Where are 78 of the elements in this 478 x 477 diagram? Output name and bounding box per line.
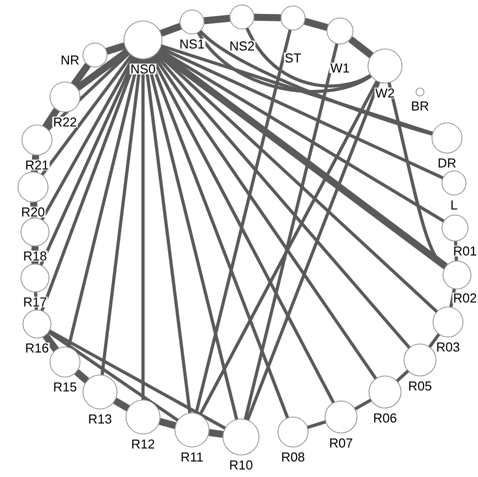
connector-line xyxy=(146,58,238,420)
node-label: R15 xyxy=(52,382,78,392)
connector-line xyxy=(67,58,140,348)
node-label: R13 xyxy=(87,414,113,424)
node-label: NS1 xyxy=(178,38,206,50)
connector-line xyxy=(208,428,224,438)
node-label: R22 xyxy=(52,116,78,128)
connector-line xyxy=(39,56,137,266)
node-label: W1 xyxy=(330,62,351,74)
node-label: R11 xyxy=(180,452,204,462)
connector-line xyxy=(30,154,40,172)
connector-line xyxy=(40,56,135,220)
node-label: NS0 xyxy=(130,64,156,74)
connector-line xyxy=(198,80,378,416)
connector-line xyxy=(449,288,456,308)
connector-line xyxy=(148,57,290,418)
connector-line xyxy=(194,29,292,414)
node-label: R02 xyxy=(452,292,478,304)
connector-line xyxy=(304,18,328,31)
connector-line xyxy=(254,14,281,22)
connector-line xyxy=(396,370,410,382)
connector-line xyxy=(40,57,138,312)
connector-line xyxy=(154,53,411,349)
node-label: R16 xyxy=(24,342,50,354)
connector-line xyxy=(244,43,338,420)
connector-line xyxy=(196,32,372,94)
connector-line xyxy=(160,44,434,135)
node-label: R17 xyxy=(22,296,48,308)
node-label: W2 xyxy=(374,88,396,98)
connector-line xyxy=(40,54,133,176)
connector-line xyxy=(156,52,438,313)
connector-line xyxy=(144,58,192,414)
connector-line xyxy=(106,42,126,55)
node-label: R03 xyxy=(435,342,461,352)
connector-line xyxy=(354,398,372,410)
connector-line xyxy=(74,369,90,384)
connector-line xyxy=(158,418,176,429)
connector-line xyxy=(307,420,326,429)
node-label: R06 xyxy=(372,412,398,424)
node-label: L xyxy=(450,200,458,210)
node-label: R20 xyxy=(20,206,46,218)
connector-line xyxy=(428,333,440,348)
connector-line xyxy=(156,48,448,270)
node-label: NR xyxy=(60,54,80,66)
node-label: R08 xyxy=(280,452,306,462)
connector-line xyxy=(48,329,226,430)
node-label: BR xyxy=(410,100,430,112)
connector-line xyxy=(141,59,145,400)
node-label: R07 xyxy=(328,438,354,448)
connector-line xyxy=(246,27,372,88)
connector-line xyxy=(48,330,179,422)
node-label: NS2 xyxy=(228,40,256,52)
node-label: R05 xyxy=(407,380,433,392)
connector-line xyxy=(75,48,130,91)
node-label: R21 xyxy=(24,160,50,170)
connector-line xyxy=(30,202,38,218)
node-label: R12 xyxy=(130,438,156,450)
connector-line xyxy=(348,36,374,58)
connector-line xyxy=(113,398,130,412)
connector-line xyxy=(100,58,142,376)
connector-line xyxy=(199,30,433,136)
connector-line xyxy=(32,246,38,264)
connector-line xyxy=(158,48,445,223)
connector-line xyxy=(42,333,59,352)
connector-line xyxy=(150,56,335,404)
node-label: R18 xyxy=(22,250,48,262)
node-label: ST xyxy=(284,52,302,64)
node-label: R10 xyxy=(228,460,254,470)
connector-line xyxy=(152,54,378,380)
connector-line xyxy=(42,108,60,130)
connector-line xyxy=(160,22,182,37)
node-label: R01 xyxy=(452,246,478,256)
connector-line xyxy=(246,81,380,421)
connector-line xyxy=(70,62,91,87)
connector-line xyxy=(204,14,230,24)
node-label: DR xyxy=(436,158,458,168)
connector-line xyxy=(387,82,446,269)
connector-line xyxy=(160,46,444,180)
